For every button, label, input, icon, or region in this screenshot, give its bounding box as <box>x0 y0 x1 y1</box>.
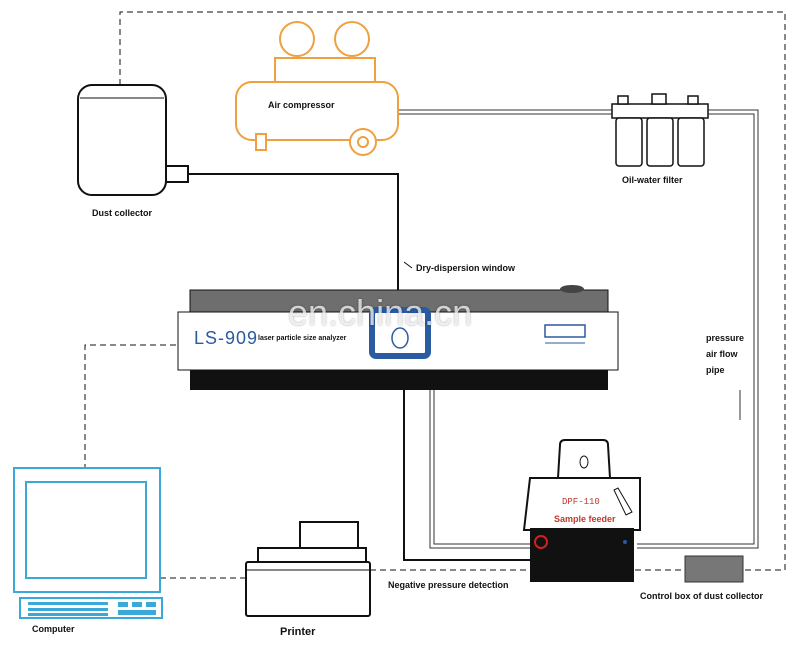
air-pipe <box>398 109 759 549</box>
analyzer-desc-label: laser particle size analyzer <box>258 335 347 342</box>
solid-connections <box>188 173 530 561</box>
pressure-label-line3: pipe <box>706 365 725 375</box>
sample-feeder-icon <box>522 439 641 582</box>
negative-pressure-label: Negative pressure detection <box>388 580 509 590</box>
watermark-text: en.china.cn <box>288 292 473 333</box>
feeder-model-label: DPF-110 <box>562 497 600 507</box>
computer-icon <box>13 467 163 619</box>
printer-label: Printer <box>280 626 316 638</box>
dust-collector-label: Dust collector <box>92 208 153 218</box>
dashed-connections <box>84 11 786 579</box>
pressure-label-line2: air flow <box>706 349 738 359</box>
oil-water-filter-icon <box>611 93 709 167</box>
control-box-icon <box>684 555 744 583</box>
pressure-air-flow-pipe <box>429 385 741 549</box>
printer-icon <box>245 521 371 617</box>
control-box-label: Control box of dust collector <box>640 591 763 601</box>
analyzer-model-label: LS-909 <box>194 328 259 348</box>
air-compressor-label: Air compressor <box>268 100 335 110</box>
dust-collector-icon <box>77 84 189 196</box>
laser-analyzer-icon <box>177 285 619 390</box>
sample-feeder-label: Sample feeder <box>554 514 616 524</box>
air-compressor-icon <box>235 21 399 156</box>
computer-label: Computer <box>32 624 75 634</box>
dashed-line-computer <box>84 344 180 470</box>
dry-dispersion-window-label: Dry-dispersion window <box>416 263 516 273</box>
dust-collector-hose <box>188 173 399 290</box>
negative-pressure-line <box>403 388 530 561</box>
pressure-label-line1: pressure <box>706 333 745 343</box>
oil-water-filter-label: Oil-water filter <box>622 175 683 185</box>
